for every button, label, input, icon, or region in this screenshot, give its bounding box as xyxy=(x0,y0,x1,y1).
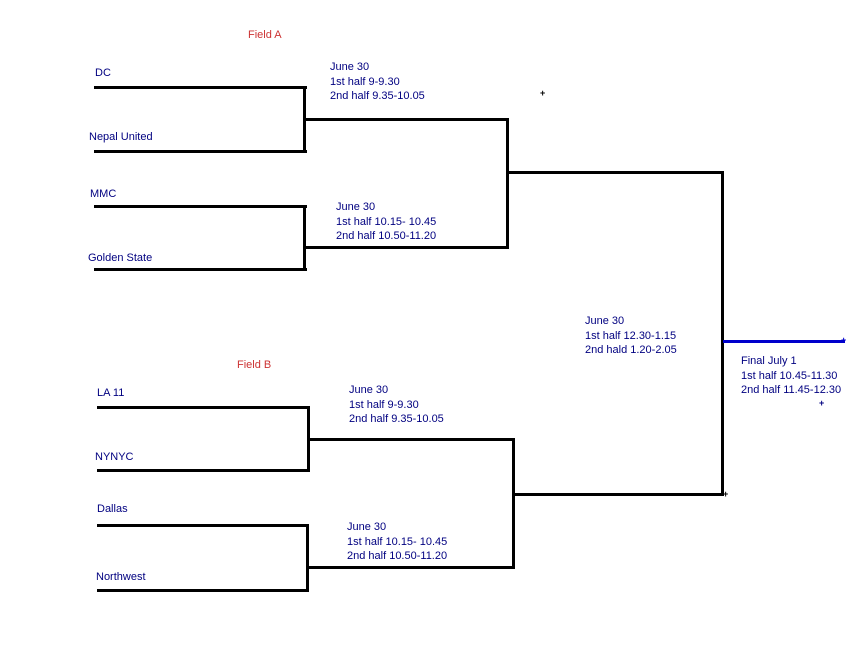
cursor-cross-mark: + xyxy=(841,335,847,345)
schedule-final: Final July 1 1st half 10.45-11.30 2nd ha… xyxy=(741,354,841,398)
team-label-la-11: LA 11 xyxy=(97,387,125,399)
schedule-line-second-half: 2nd hald 1.20-2.05 xyxy=(585,344,677,356)
bracket-line-mmc xyxy=(94,205,307,208)
schedule-line-date: June 30 xyxy=(349,384,389,396)
schedule-line-second-half: 2nd half 10.50-11.20 xyxy=(336,230,437,242)
bracket-advance-a-semifinal xyxy=(507,171,723,174)
schedule-field-a-match-1: June 30 1st half 9-9.30 2nd half 9.35-10… xyxy=(330,60,425,104)
cursor-cross-mark: + xyxy=(819,398,825,408)
schedule-field-b-match-2: June 30 1st half 10.15- 10.45 2nd half 1… xyxy=(347,520,447,564)
field-b-label: Field B xyxy=(237,359,272,371)
bracket-advance-b-match-1 xyxy=(308,438,514,441)
schedule-field-a-match-2: June 30 1st half 10.15- 10.45 2nd half 1… xyxy=(336,200,436,244)
team-label-northwest: Northwest xyxy=(96,571,146,583)
schedule-line-second-half: 2nd half 9.35-10.05 xyxy=(349,413,444,425)
bracket-line-northwest xyxy=(97,589,308,592)
schedule-line-date: Final July 1 xyxy=(741,355,797,367)
team-label-dallas: Dallas xyxy=(97,503,128,515)
bracket-advance-a-match-1 xyxy=(304,118,508,121)
team-label-golden-state: Golden State xyxy=(88,252,153,264)
schedule-line-date: June 30 xyxy=(585,315,625,327)
schedule-line-first-half: 1st half 9-9.30 xyxy=(349,398,419,411)
bracket-connector-b-match-2 xyxy=(306,524,309,592)
schedule-line-first-half: 1st half 10.15- 10.45 xyxy=(347,535,448,548)
bracket-connector-a-match-2 xyxy=(303,205,306,271)
schedule-line-second-half: 2nd half 9.35-10.05 xyxy=(330,90,425,102)
bracket-line-nepal-united xyxy=(94,150,307,153)
field-a-label: Field A xyxy=(248,29,282,41)
schedule-line-date: June 30 xyxy=(347,521,387,533)
bracket-advance-b-semifinal xyxy=(513,493,724,496)
bracket-connector-b-semifinal xyxy=(512,438,515,569)
schedule-field-b-match-1: June 30 1st half 9-9.30 2nd half 9.35-10… xyxy=(349,383,444,427)
team-label-nynyc: NYNYC xyxy=(95,451,134,463)
team-label-dc: DC xyxy=(95,67,111,79)
schedule-line-first-half: 1st half 9-9.30 xyxy=(330,75,400,88)
schedule-line-date: June 30 xyxy=(336,201,376,213)
bracket-advance-a-match-2 xyxy=(304,246,509,249)
schedule-line-second-half: 2nd half 10.50-11.20 xyxy=(347,550,448,562)
schedule-line-date: June 30 xyxy=(330,61,370,73)
bracket-connector-final xyxy=(721,171,724,496)
team-label-mmc: MMC xyxy=(90,188,117,200)
bracket-advance-b-match-2 xyxy=(307,566,514,569)
schedule-line-first-half: 1st half 10.45-11.30 xyxy=(741,369,838,382)
team-label-nepal-united: Nepal United xyxy=(89,131,153,143)
bracket-line-golden-state xyxy=(94,268,307,271)
bracket-connector-a-semifinal xyxy=(506,118,509,249)
cursor-cross-mark: + xyxy=(540,88,546,98)
cursor-cross-mark: + xyxy=(723,489,729,499)
schedule-line-first-half: 1st half 10.15- 10.45 xyxy=(336,215,437,228)
bracket-line-nynyc xyxy=(97,469,309,472)
bracket-line-dc xyxy=(94,86,307,89)
schedule-line-second-half: 2nd half 11.45-12.30 xyxy=(741,384,842,396)
bracket-line-la-11 xyxy=(97,406,309,409)
bracket-line-dallas xyxy=(97,524,308,527)
schedule-line-first-half: 1st half 12.30-1.15 xyxy=(585,329,677,342)
bracket-line-final xyxy=(723,340,845,343)
schedule-semifinal: June 30 1st half 12.30-1.15 2nd hald 1.2… xyxy=(585,314,677,358)
